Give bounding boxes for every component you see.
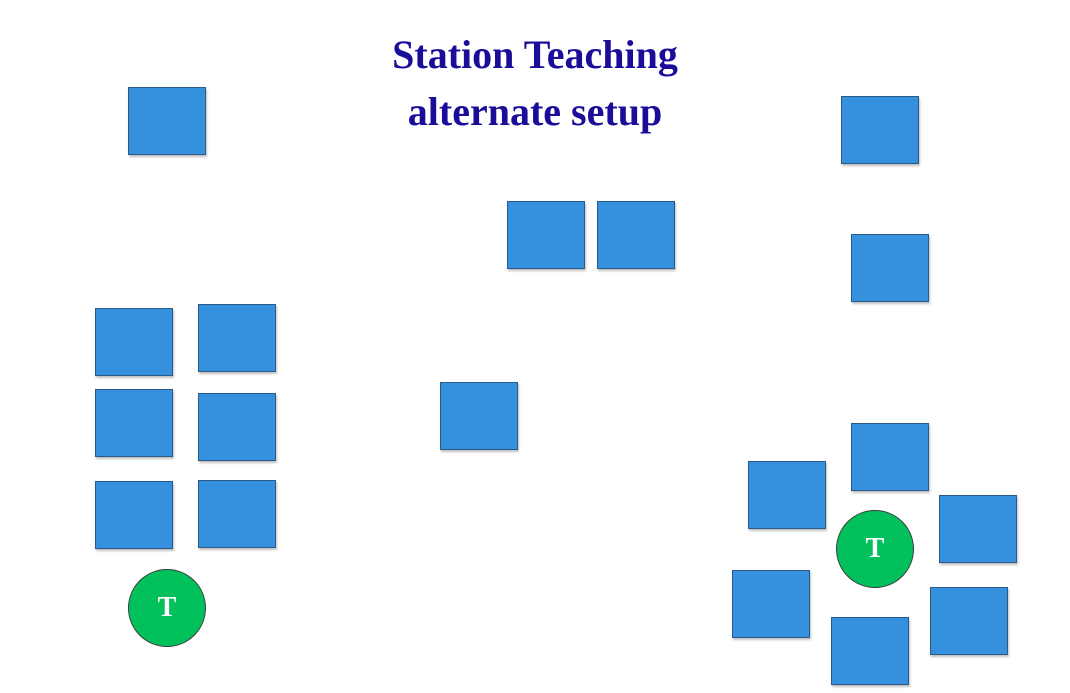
desk: [930, 587, 1008, 655]
title-line-1: Station Teaching: [392, 32, 678, 77]
desk: [95, 308, 173, 376]
desk: [851, 423, 929, 491]
desk: [198, 304, 276, 372]
desk: [95, 481, 173, 549]
desk: [851, 234, 929, 302]
desk: [128, 87, 206, 155]
desk: [841, 96, 919, 164]
desk: [507, 201, 585, 269]
teacher-marker: T: [128, 569, 206, 647]
desk: [597, 201, 675, 269]
desk: [95, 389, 173, 457]
desk: [748, 461, 826, 529]
desk: [440, 382, 518, 450]
desk: [198, 393, 276, 461]
desk: [198, 480, 276, 548]
desk: [732, 570, 810, 638]
desk: [831, 617, 909, 685]
desk: [939, 495, 1017, 563]
title-line-2: alternate setup: [407, 89, 663, 134]
teacher-marker: T: [836, 510, 914, 588]
